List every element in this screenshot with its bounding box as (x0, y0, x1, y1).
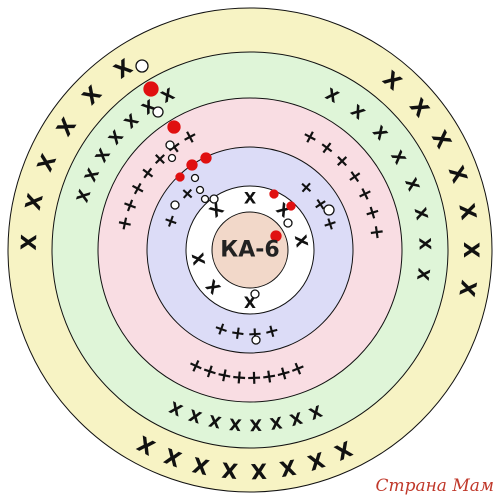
red-dot-marker (167, 120, 181, 134)
plus-mark: + (246, 367, 263, 390)
cross-mark: X (278, 454, 298, 480)
cross-mark: X (244, 189, 257, 208)
round-markers (135, 59, 335, 345)
cross-mark: X (454, 202, 480, 222)
open-ring-marker (190, 173, 200, 183)
open-ring-marker (323, 204, 335, 216)
plus-mark: + (360, 202, 386, 224)
core (211, 211, 289, 289)
red-dot-marker (270, 230, 282, 242)
open-ring-marker (250, 289, 260, 299)
plus-mark: + (112, 213, 137, 233)
cross-mark: X (268, 413, 284, 434)
plus-mark: + (214, 363, 234, 388)
cross-mark: X (459, 242, 483, 258)
open-ring-marker (135, 59, 149, 73)
open-ring-marker (195, 185, 205, 195)
cross-mark: X (411, 206, 432, 223)
cross-mark: X (17, 234, 42, 251)
cross-mark: X (220, 457, 238, 482)
cross-mark: X (228, 414, 243, 434)
plus-mark: + (159, 211, 184, 232)
plus-mark: + (117, 194, 143, 217)
plus-mark: + (230, 366, 248, 389)
open-ring-marker (167, 153, 177, 163)
cross-mark: X (287, 408, 305, 430)
plus-mark: + (211, 316, 232, 341)
open-ring-marker (209, 194, 219, 204)
cross-mark: X (444, 163, 472, 186)
cross-mark: X (188, 251, 209, 267)
cross-mark: X (161, 443, 185, 471)
cross-mark: X (291, 233, 312, 249)
cross-mark: X (454, 278, 480, 298)
red-dot-marker (143, 81, 159, 97)
open-ring-marker (152, 106, 164, 118)
plus-mark: + (286, 356, 309, 382)
open-ring-marker (283, 218, 293, 228)
watermark-text: Страна Мам (375, 476, 494, 496)
plus-mark: + (273, 361, 294, 386)
open-ring-marker (200, 194, 210, 204)
cross-mark: X (190, 452, 211, 479)
open-ring-marker (165, 140, 175, 150)
cross-mark: X (21, 191, 48, 212)
red-dot-marker (186, 159, 198, 171)
red-dot-marker (200, 152, 212, 164)
rings (7, 7, 493, 493)
plus-mark: + (199, 359, 221, 385)
cross-mark: X (413, 267, 434, 283)
red-dot-marker (269, 189, 279, 199)
plus-mark: + (260, 365, 279, 389)
cross-mark: X (415, 237, 434, 251)
plus-mark: + (262, 319, 282, 343)
open-ring-marker (251, 335, 261, 345)
red-dot-marker (175, 172, 185, 182)
plus-mark: + (229, 322, 247, 345)
cross-mark: X (249, 415, 263, 434)
red-dot-marker (286, 201, 296, 211)
center-label: КА-6 (220, 238, 279, 263)
plus-mark: + (318, 214, 343, 235)
cross-mark: X (250, 458, 267, 483)
cross-mark: X (305, 447, 328, 475)
plus-mark: + (365, 223, 389, 242)
open-ring-marker (170, 200, 180, 210)
cross-mark: X (206, 411, 223, 432)
